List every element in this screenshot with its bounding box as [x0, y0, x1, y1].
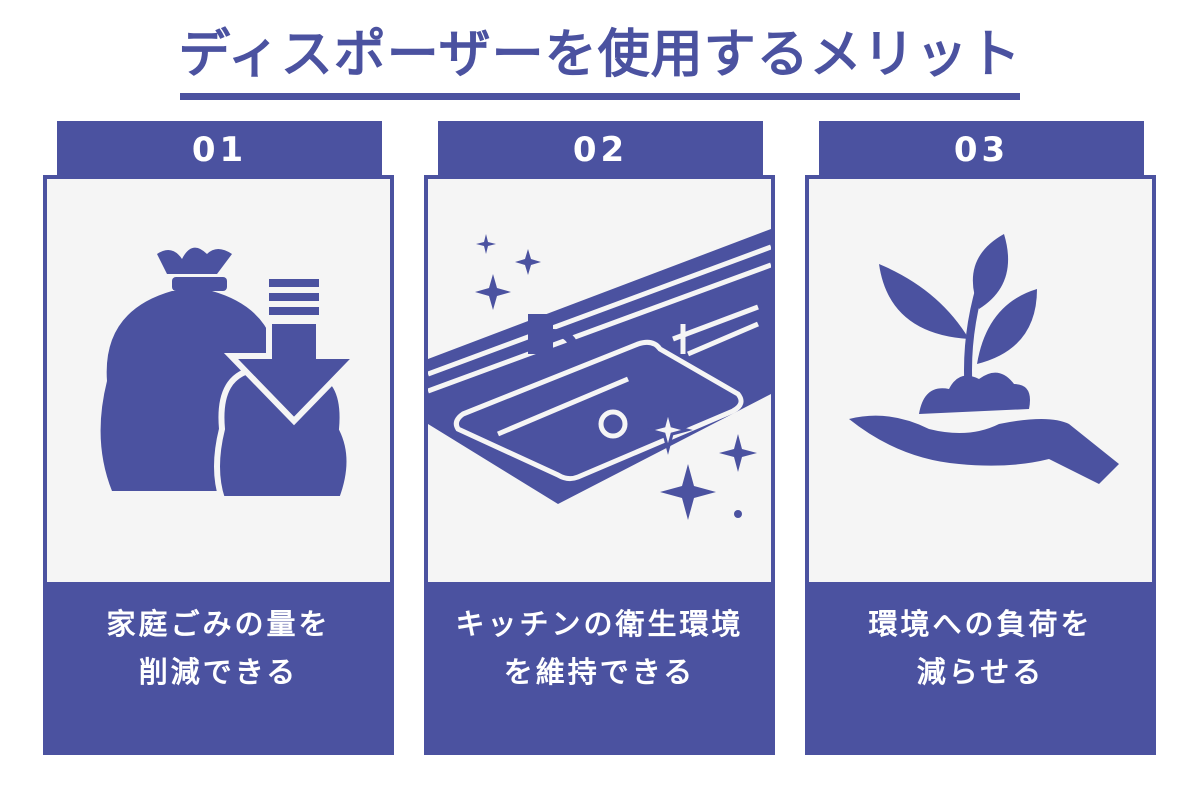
page-title: ディスポーザーを使用するメリット	[178, 25, 1022, 85]
benefit-card-3: 03 環境への負荷を 減らせる	[805, 121, 1156, 755]
caption-line: 削減できる	[138, 655, 299, 689]
caption-line: を維持できる	[503, 655, 696, 689]
card-caption: キッチンの衛生環境 を維持できる	[424, 600, 775, 696]
benefit-card-2: 02	[424, 121, 775, 755]
card-body: 家庭ごみの量を 削減できる	[43, 175, 394, 755]
title-underline	[180, 93, 1020, 100]
caption-line: 減らせる	[916, 655, 1045, 689]
benefit-card-1: 01 家庭ごみの量を 削減できる	[43, 121, 394, 755]
card-number: 03	[819, 121, 1144, 176]
garbage-bag-reduce-icon	[47, 179, 390, 582]
card-body: キッチンの衛生環境 を維持できる	[424, 175, 775, 755]
caption-line: 環境への負荷を	[868, 607, 1093, 641]
plant-in-hand-icon	[809, 179, 1152, 582]
card-caption: 家庭ごみの量を 削減できる	[43, 600, 394, 696]
card-body: 環境への負荷を 減らせる	[805, 175, 1156, 755]
caption-line: 家庭ごみの量を	[106, 607, 331, 641]
card-caption: 環境への負荷を 減らせる	[805, 600, 1156, 696]
clean-kitchen-sink-icon	[428, 179, 771, 582]
card-number: 01	[57, 121, 382, 176]
card-number: 02	[438, 121, 763, 176]
caption-line: キッチンの衛生環境	[455, 607, 744, 641]
